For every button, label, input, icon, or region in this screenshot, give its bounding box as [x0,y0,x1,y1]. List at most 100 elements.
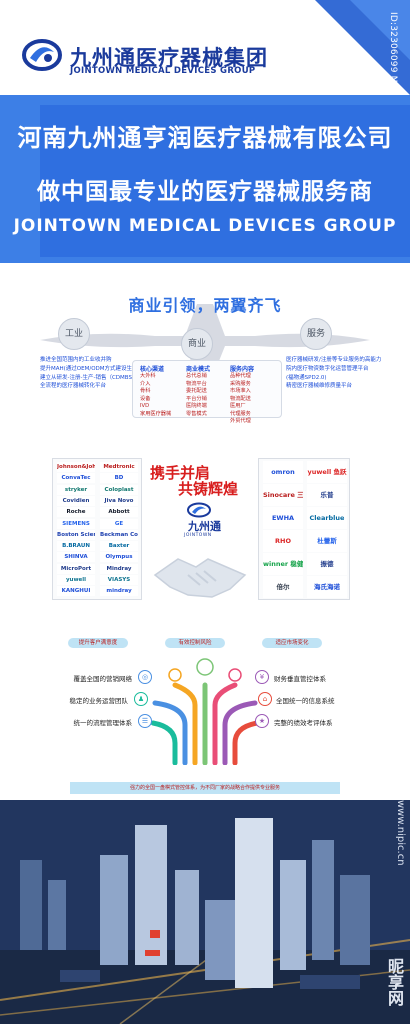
partner-logo: Roche [57,507,95,518]
service-item: 医疗器械研发/注册等专业服务的高能力 [286,357,382,363]
column-item: 物流平台 [186,380,207,387]
jointown-logo-icon [22,39,62,71]
company-title: 河南九州通亨润医疗器械有限公司 [17,124,393,152]
column-item: 委托配送 [186,388,207,395]
business-slogan: 商业引领，两翼齐飞 [128,296,282,315]
partner-logo: 倍尔 [263,576,303,598]
left-row-text: 统一的流程管理体系 [73,719,133,727]
company-logo-en: JOINTOWN MEDICAL DEVICES GROUP [70,66,256,76]
partner-logo: Mindray [100,563,138,574]
performance-icon: ★ [255,714,269,728]
goal-pill: 有效控制风险 [165,638,225,648]
partner-logo: 乐普 [307,484,347,506]
commerce-circle: 商业 [181,328,213,360]
column-item: 介入 [140,380,151,387]
column-item: 品种代理 [230,373,251,379]
column-item: 总代总销 [186,373,207,379]
business-columns-box [132,360,282,418]
info-system-icon: ⌂ [258,692,272,706]
industry-item: 提升MAH(通过OEM/ODM方式建设生产管理体系 [40,365,160,372]
partner-logo: BD [100,473,138,484]
partner-logo: Abbott [100,507,138,518]
partner-logo: Johnson&Johnson [57,462,95,472]
column-item: 采购服务 [230,380,251,387]
partner-logo: Clearblue [307,507,347,529]
partner-logo: 杜蕾斯 [307,530,347,552]
partner-logo: stryker [57,484,95,495]
partner-logo: Covidien [57,495,95,506]
corner-decoration-inner [350,0,410,60]
handshake-icon [153,558,247,598]
column-item: 医院终端 [186,403,207,410]
column-item: 外贸代理 [230,418,251,425]
column-item: 设备 [140,395,151,402]
partner-logo: Jiva Novo [100,495,138,506]
network-icon: ◎ [138,670,152,684]
partner-logo: Baxter [100,541,138,552]
industry-item: 建立从研发-注册-生产-销售（CDMBSO） [40,374,142,381]
column-item: 物流配送 [230,395,251,402]
partner-logo: ConvaTec [57,473,95,484]
service-list: 医疗器械研发/注册等专业服务的高能力 院内医疗物资数字化运营管理平台 (福物通S… [286,356,381,391]
partner-logo: SHINVA [57,552,95,563]
industry-item: 推进全国范围内的工业收并购 [40,357,112,363]
city-skyline-illustration [0,800,410,1024]
left-row-text: 稳定的业务运营团队 [69,697,129,705]
team-icon: ♟ [134,692,148,706]
column-item: 零售模式 [186,410,207,417]
partner-logo: mindray [100,586,138,597]
partner-logo: MicroPort [57,563,95,574]
watermark-url: www.nipic.cn [395,800,406,866]
industry-circle: 工业 [58,318,90,350]
partner-logo: 海氏海诺 [307,576,347,598]
column-heading: 服务内容 [230,366,255,373]
right-row-text: 财务垂直管控体系 [274,675,326,683]
watermark-logo: 昵享网 [385,958,404,1006]
column-item: 医用厂 [230,403,246,410]
partner-logo: Boston Scientific [57,529,95,540]
management-flow-diagram [150,658,260,765]
partner-logo: RHO [263,530,303,552]
management-summary: 强力的全国一盘棋式管控体系，为不同厂家的战略合作提供专业服务 [70,782,340,794]
jointown-mini-logo-text: 九州通 [188,520,221,533]
partner-logo: 振德 [307,553,347,575]
service-item: 精密医疗器械维修质量平台 [286,383,353,390]
industry-item: 全流程的医疗器械转化平台 [40,383,107,390]
partner-logo: Medtronic [100,462,138,472]
title-banner-panel [40,105,410,257]
partner-logo: omron [263,461,303,483]
jointown-mini-logo-en: JOINTOWN [184,533,212,538]
partner-logo: Beckman Coulter [100,529,138,540]
service-item: 院内医疗物资数字化运营管理平台 [286,365,369,372]
partner-logo: yuwell [57,575,95,585]
partner-logo: Coloplast [100,484,138,495]
partner-logo: Sinocare 三诺 [263,484,303,506]
partners-slogan-line1: 携手并肩 [150,464,211,482]
column-heading: 商业模式 [186,366,211,373]
service-content-column: 服务内容 品种代理 采购服务 市场准入 物流配送 医用厂 代理服务 外贸代理 [230,364,254,426]
partner-logo: yuwell 鱼跃 [307,461,347,483]
partner-logo: VIASYS [100,575,138,585]
city-skyline-photo [0,800,410,1024]
partners-slogan-line2: 共铸辉煌 [178,480,239,498]
finance-icon: ¥ [255,670,269,684]
channel-column: 核心渠道 大外科 介入 骨科 设备 IVD 家用医疗器械 [140,364,171,418]
column-item: 家用医疗器械 [140,410,172,417]
partner-logo: B.BRAUN [57,541,95,552]
partner-logo: KANGHUI [57,586,95,597]
company-logo-text: 九州通医疗器械集团 [70,46,268,70]
company-slogan: 做中国最专业的医疗器械服务商 [37,179,373,205]
partner-logo: GE [100,518,138,529]
column-item: IVD [140,403,150,410]
left-row-text: 覆盖全国的营销网络 [73,675,133,683]
industry-list: 推进全国范围内的工业收并购 提升MAH(通过OEM/ODM方式建设生产管理体系 … [40,356,160,391]
right-row-text: 完整的绩效考评体系 [274,719,333,727]
company-title-en: JOINTOWN MEDICAL DEVICES GROUP [13,216,397,236]
column-item: 大外科 [140,373,156,379]
partner-logo: winner 稳健 [263,553,303,575]
column-item: 市场准入 [230,388,251,395]
column-item: 骨科 [140,388,151,395]
service-item: (福物通SPD2.0) [286,374,327,381]
